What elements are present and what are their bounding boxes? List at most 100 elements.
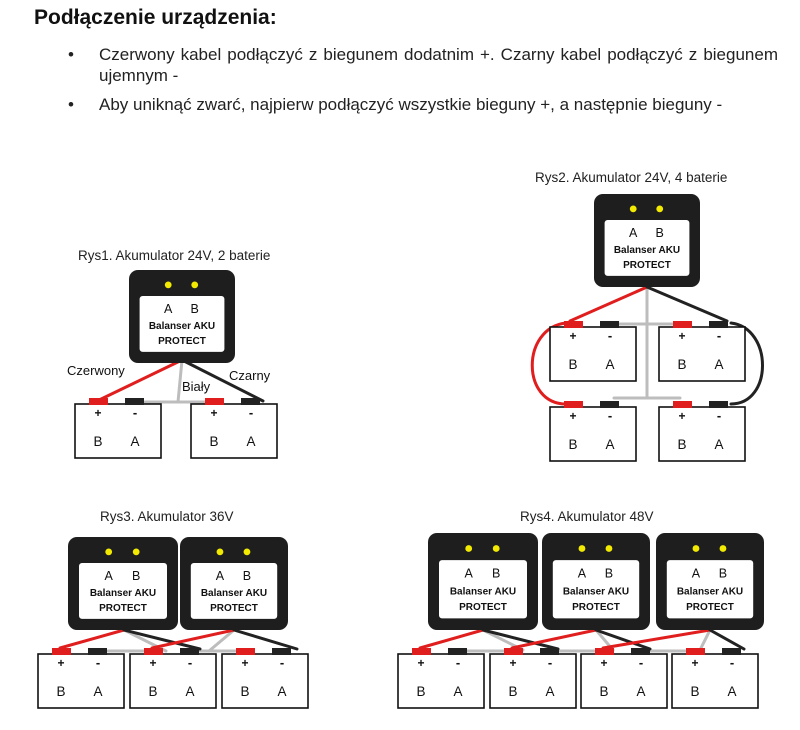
battery-a-label: A [727,684,736,699]
black-wire [645,285,729,323]
battery-minus-sign: - [188,655,192,670]
device-name-label: Balanser AKU [614,245,680,256]
battery-minus-terminal [722,648,741,655]
battery-plus-terminal [412,648,431,655]
battery-a-label: A [605,357,614,372]
battery-case [549,326,637,382]
instruction-item: • Czerwony kabel podłączyć z biegunem do… [66,44,778,86]
battery-b-label: B [240,684,249,699]
figure-3-title: Rys3. Akumulator 36V [100,509,234,524]
led-a-icon [105,548,113,556]
battery-b-label: B [568,437,577,452]
battery-plus-sign: + [210,406,217,420]
instruction-text: Aby uniknąć zwarć, najpierw podłączyć ws… [99,95,723,114]
figure-1-title: Rys1. Akumulator 24V, 2 baterie [78,248,271,263]
battery-minus-sign: - [639,655,643,670]
battery-plus-terminal [205,398,224,405]
battery-b-label: B [677,437,686,452]
battery-plus-terminal [236,648,255,655]
battery-minus-sign: - [249,405,253,420]
battery-plus-terminal [595,648,614,655]
battery-minus-terminal [600,321,619,328]
battery-b-label: B [677,357,686,372]
device-led-b-label: B [656,226,664,240]
device-label-panel [139,296,225,352]
battery-plus-sign: + [509,656,516,670]
battery-minus-sign: - [548,655,552,670]
battery-b-label: B [93,434,102,449]
battery-minus-terminal [241,398,260,405]
bullet-marker: • [68,95,74,114]
battery-minus-sign: - [133,405,137,420]
battery-plus-sign: + [241,656,248,670]
white-wire [207,628,236,653]
device-name-label: Balanser AKU [149,321,215,332]
battery-b-label: B [568,357,577,372]
led-a-icon [216,548,224,556]
device-label-panel [79,563,167,619]
battery-a-label: A [636,684,645,699]
red-wire [58,628,126,650]
battery-minus-terminal [709,321,728,328]
device-led-b-label: B [605,567,613,581]
device-label-panel [666,560,754,619]
battery-case [580,653,668,709]
instruction-text: Czerwony kabel podłączyć z biegunem doda… [99,45,778,85]
battery-plus-sign: + [94,406,101,420]
red-wire [418,628,485,650]
device-name-label: Balanser AKU [677,586,743,597]
battery-plus-sign: + [678,329,685,343]
white-wire [176,358,184,404]
device-name-label: Balanser AKU [90,588,156,599]
battery-minus-sign: - [608,328,612,343]
device-led-a-label: A [629,226,638,240]
led-a-icon [578,545,586,552]
battery-minus-terminal [540,648,559,655]
red-wire-label: Czerwony [67,363,125,378]
device-led-a-label: A [578,567,587,581]
battery-case [190,403,278,459]
battery-minus-sign: - [456,655,460,670]
device-label-panel [190,563,278,619]
device-model-label: PROTECT [459,602,507,613]
led-b-icon [243,548,251,556]
battery-plus-terminal [673,321,692,328]
battery-plus-sign: + [569,409,576,423]
device-model-label: PROTECT [572,602,620,613]
device-led-b-label: B [191,302,199,316]
led-b-icon [605,545,613,552]
device-led-a-label: A [164,302,173,316]
battery-minus-terminal [709,401,728,408]
battery-a-label: A [453,684,462,699]
black-wire [481,628,560,651]
device-model-label: PROTECT [99,603,147,614]
battery-plus-sign: + [691,656,698,670]
battery-plus-sign: + [149,656,156,670]
battery-minus-terminal [88,648,107,655]
battery-plus-sign: + [678,409,685,423]
battery-a-label: A [246,434,255,449]
battery-minus-sign: - [280,655,284,670]
led-b-icon [132,548,140,556]
battery-minus-sign: - [717,328,721,343]
device-led-a-label: A [465,567,474,581]
battery-case [221,653,309,709]
led-a-icon [692,545,700,552]
battery-minus-terminal [600,401,619,408]
red-wire [150,628,236,650]
battery-b-label: B [690,684,699,699]
battery-minus-sign: - [717,408,721,423]
battery-plus-terminal [564,401,583,408]
device-led-b-label: B [243,569,251,583]
device-name-label: Balanser AKU [450,586,516,597]
